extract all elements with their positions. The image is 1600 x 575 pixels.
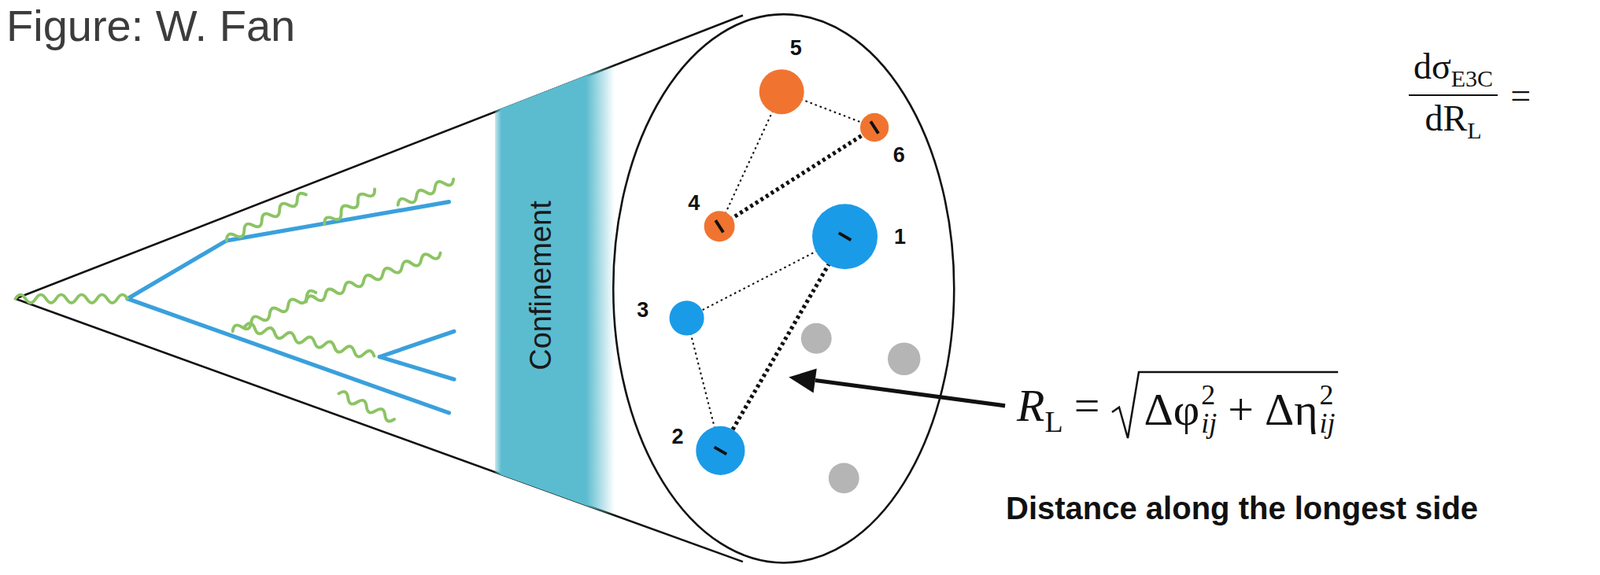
arrow-head	[788, 369, 817, 394]
tick	[838, 232, 852, 241]
callout-number: 6	[893, 143, 906, 168]
quark-lines	[127, 202, 455, 414]
hadron	[704, 210, 736, 242]
gluon	[14, 295, 128, 304]
subscript: L	[1466, 117, 1482, 144]
callout-number: 1	[894, 224, 906, 249]
equals-sign: =	[1510, 74, 1531, 117]
symbol: R	[1016, 379, 1045, 433]
tick	[714, 447, 728, 455]
hadron	[812, 203, 878, 270]
fraction-formula: dσE3CdRL=	[1408, 47, 1531, 144]
gluon	[224, 191, 308, 244]
gluon	[336, 390, 396, 424]
superscript: 2	[1200, 380, 1216, 410]
hadron	[828, 462, 860, 494]
hadron	[759, 69, 805, 115]
fraction: dσE3CdRL	[1408, 47, 1498, 144]
subscript: L	[1044, 404, 1063, 440]
pointer-arrow	[815, 380, 1006, 406]
hadron	[887, 342, 921, 375]
longest-side	[720, 236, 845, 451]
differential: dσ	[1413, 46, 1452, 87]
annotation: Distance along the longest side	[1005, 491, 1479, 527]
distance-formula: RL=Δφ2ij+Δη2ij	[1016, 369, 1341, 441]
hadron	[860, 113, 889, 142]
gluon	[230, 288, 318, 336]
numerator: dσE3C	[1408, 47, 1498, 97]
callout-number: 5	[790, 35, 802, 60]
equals-sign: =	[1074, 379, 1101, 433]
square-root: Δφ2ij+Δη2ij	[1110, 369, 1340, 441]
jet-cross-section	[613, 14, 954, 563]
gluon	[321, 185, 377, 228]
tick	[715, 220, 724, 233]
callout-number: 4	[687, 191, 700, 216]
superscript: 2	[1319, 380, 1334, 410]
gluon	[304, 249, 442, 307]
differential: dR	[1425, 98, 1468, 139]
subscript: ij	[1200, 409, 1217, 438]
callout-number: 3	[636, 298, 649, 323]
symbol: Δφ	[1143, 383, 1200, 437]
quark-line	[379, 357, 455, 381]
denominator: dRL	[1420, 96, 1487, 144]
quark-line	[127, 202, 449, 300]
gluon	[395, 175, 455, 209]
hadron	[801, 323, 832, 355]
tick	[870, 121, 879, 134]
plus-sign: +	[1227, 383, 1254, 437]
hadron	[669, 300, 705, 336]
quark-line	[379, 331, 455, 357]
radical-line	[1112, 372, 1338, 439]
confinement-band: Confinement	[495, 0, 615, 575]
subscript: E3C	[1451, 65, 1493, 92]
end-ticks	[714, 121, 879, 455]
triangle-sides	[687, 92, 876, 451]
subscript: ij	[1319, 409, 1336, 438]
hadron	[695, 426, 745, 476]
exponent-stack: 2ij	[1200, 380, 1217, 438]
quark-line	[127, 299, 449, 414]
gluon-lines	[14, 175, 455, 424]
symbol: Δη	[1264, 383, 1319, 437]
band-label: Confinement	[524, 200, 558, 370]
exponent-stack: 2ij	[1319, 380, 1336, 438]
callout-number: 2	[671, 424, 684, 449]
figure-credit: Figure: W. Fan	[6, 0, 296, 52]
gluon	[243, 322, 376, 361]
